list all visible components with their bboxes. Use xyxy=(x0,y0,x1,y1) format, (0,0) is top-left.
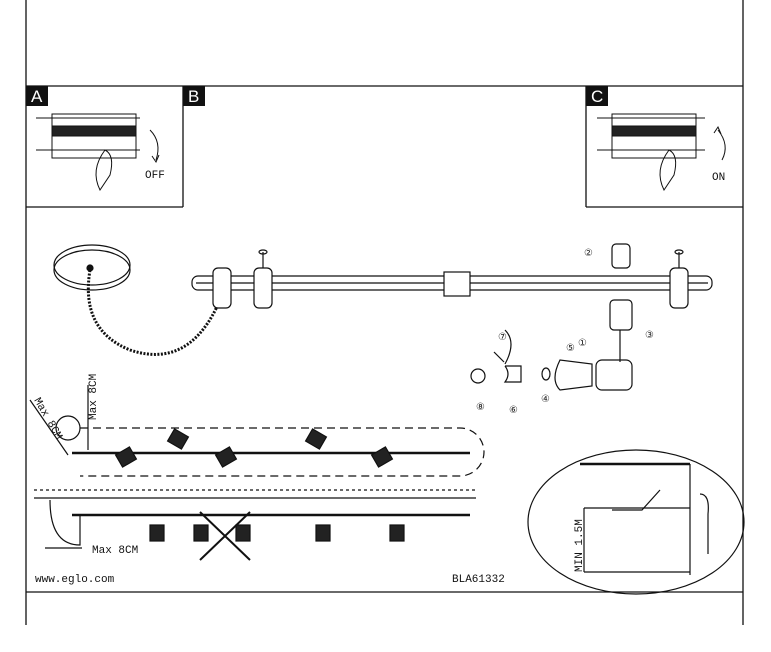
product-code: BLA61332 xyxy=(452,574,505,586)
step-6: ⑥ xyxy=(509,405,518,416)
breaker-box-on-icon xyxy=(597,113,726,191)
max-angle-label: Max 8CM xyxy=(31,396,65,442)
breaker-box-off-icon xyxy=(36,113,160,191)
step-3: ③ xyxy=(645,330,654,341)
step-4: ④ xyxy=(541,394,550,405)
spotlight-assembly-icon xyxy=(470,299,633,391)
panel-c-label: C xyxy=(586,86,608,106)
wire-layout-top-view xyxy=(29,385,485,477)
step-2: ② xyxy=(584,248,593,259)
step-8: ⑧ xyxy=(476,402,485,413)
min-height-label: MIN 1.5M xyxy=(574,519,586,572)
ceiling-side-view xyxy=(34,489,476,561)
step-7: ⑦ xyxy=(498,332,507,343)
step-1: ① xyxy=(578,338,587,349)
ceiling-canopy-icon xyxy=(53,244,222,356)
track-rail-icon xyxy=(191,243,713,309)
on-label: ON xyxy=(712,172,725,184)
step-5: ⑤ xyxy=(566,343,575,354)
page-frame xyxy=(25,0,744,625)
panel-a-label: A xyxy=(26,86,48,106)
max-height-label: Max 8CM xyxy=(88,374,100,420)
svg-text:A: A xyxy=(31,87,43,106)
website-text: www.eglo.com xyxy=(35,574,115,586)
panel-b-label: B xyxy=(183,86,205,106)
off-label: OFF xyxy=(145,170,165,182)
min-height-detail xyxy=(527,449,745,595)
svg-text:B: B xyxy=(188,87,199,106)
svg-text:C: C xyxy=(591,87,603,106)
max-drop-label: Max 8CM xyxy=(92,545,138,557)
